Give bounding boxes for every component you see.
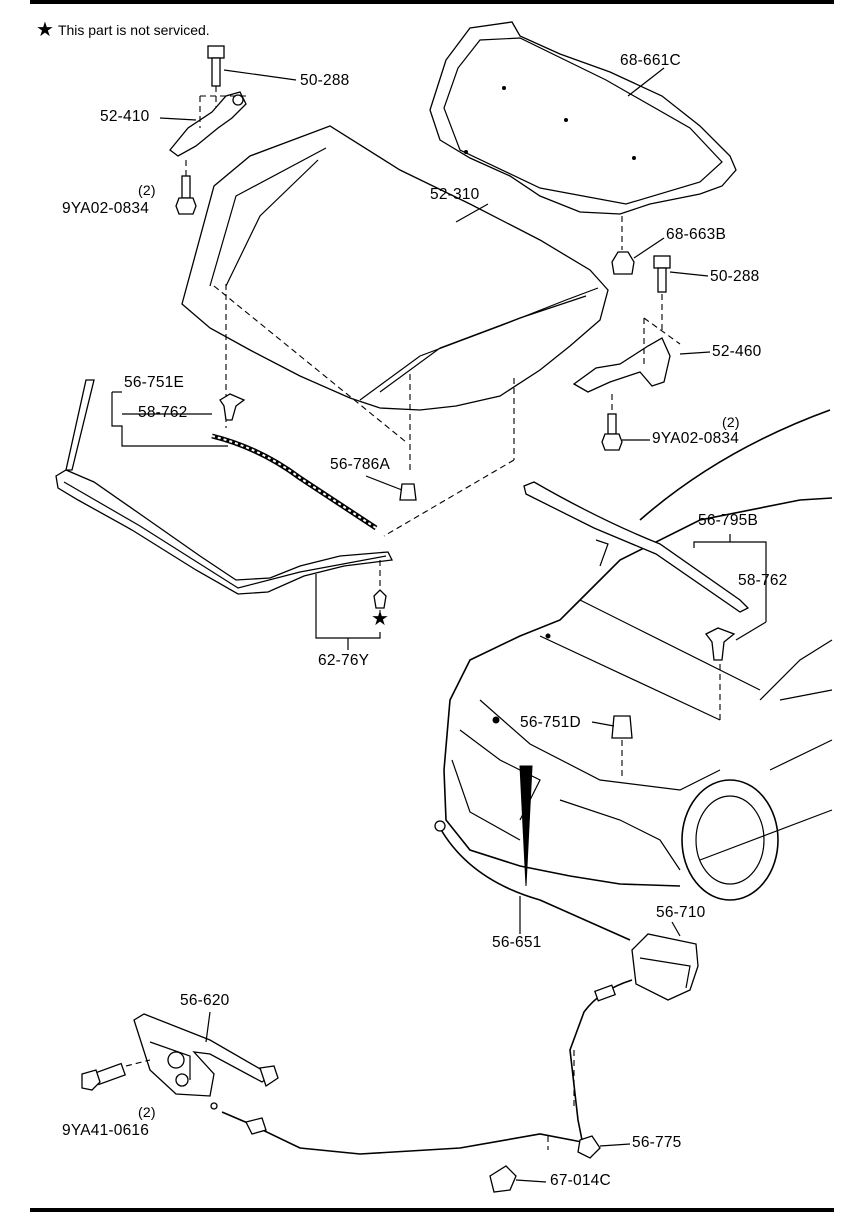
clip-56-775 — [577, 1135, 601, 1159]
label-qty-left-hinge-bolt: (2) — [138, 182, 156, 198]
hood-seal-right — [523, 481, 767, 661]
seal-56-751D — [611, 715, 633, 739]
hinge-52-460 — [572, 337, 671, 393]
star-icon: ★ — [36, 19, 54, 41]
clip-58-762-right — [705, 627, 736, 661]
label-9ya02-0834-left: 9YA02-0834 — [62, 200, 150, 217]
label-9ya41-0616: 9YA41-0616 — [62, 1122, 150, 1139]
bottom-rule — [30, 1208, 834, 1212]
label-58-762-left: 58-762 — [138, 404, 188, 421]
bolt-50-288-left-head — [207, 45, 225, 59]
not-serviced-star-marker: ★ — [371, 608, 390, 630]
bolt-9ya02-left-head — [175, 197, 197, 215]
top-rule — [30, 0, 834, 4]
label-58-762-right: 58-762 — [738, 572, 788, 589]
label-qty-latch-bolt: (2) — [138, 1104, 156, 1120]
label-67-014c: 67-014C — [550, 1172, 611, 1189]
clip-67-014C — [489, 1165, 517, 1193]
bolt-9ya02-left-shank — [181, 175, 191, 199]
hood-seal-left — [111, 391, 378, 531]
label-9ya02-0834-right: 9YA02-0834 — [652, 430, 740, 447]
label-68-663b: 68-663B — [666, 226, 727, 243]
bumper-68-663B — [611, 251, 635, 275]
label-56-751e: 56-751E — [124, 374, 185, 391]
label-56-651: 56-651 — [492, 934, 542, 951]
label-62-76y: 62-76Y — [318, 652, 370, 669]
label-50-288-right: 50-288 — [710, 268, 760, 285]
label-56-786a: 56-786A — [330, 456, 391, 473]
label-qty-right-hinge-bolt: (2) — [722, 414, 740, 430]
bolt-50-288-left-shank — [211, 57, 221, 87]
label-52-310: 52-310 — [430, 186, 480, 203]
hood-insulator-68-661C — [429, 21, 737, 250]
vehicle-front-body — [443, 409, 833, 901]
bumper-56-786A — [399, 483, 417, 501]
label-52-460: 52-460 — [712, 343, 762, 360]
hood-52-310 — [181, 125, 609, 411]
cowl-seal-62-76Y — [55, 379, 393, 650]
label-56-620: 56-620 — [180, 992, 230, 1009]
label-50-288-left: 50-288 — [300, 72, 350, 89]
release-cable-56-651 — [434, 765, 631, 941]
right-hinge-assembly — [572, 237, 711, 451]
label-56-751d: 56-751D — [520, 714, 581, 731]
not-serviced-note: ★ This part is not serviced. — [36, 20, 210, 40]
label-68-661c: 68-661C — [620, 52, 681, 69]
label-56-795b: 56-795B — [698, 512, 759, 529]
hinge-52-410 — [169, 91, 247, 157]
label-56-710: 56-710 — [656, 904, 706, 921]
clip-62-76Y — [373, 589, 387, 609]
hood-latch-56-620 — [81, 1011, 583, 1155]
note-text: This part is not serviced. — [57, 22, 210, 38]
hinge-left-assembly — [159, 45, 297, 215]
clip-58-762-left — [219, 393, 246, 421]
release-handle-56-710 — [569, 921, 699, 1141]
label-56-775: 56-775 — [632, 1134, 682, 1151]
label-52-410: 52-410 — [100, 108, 150, 125]
